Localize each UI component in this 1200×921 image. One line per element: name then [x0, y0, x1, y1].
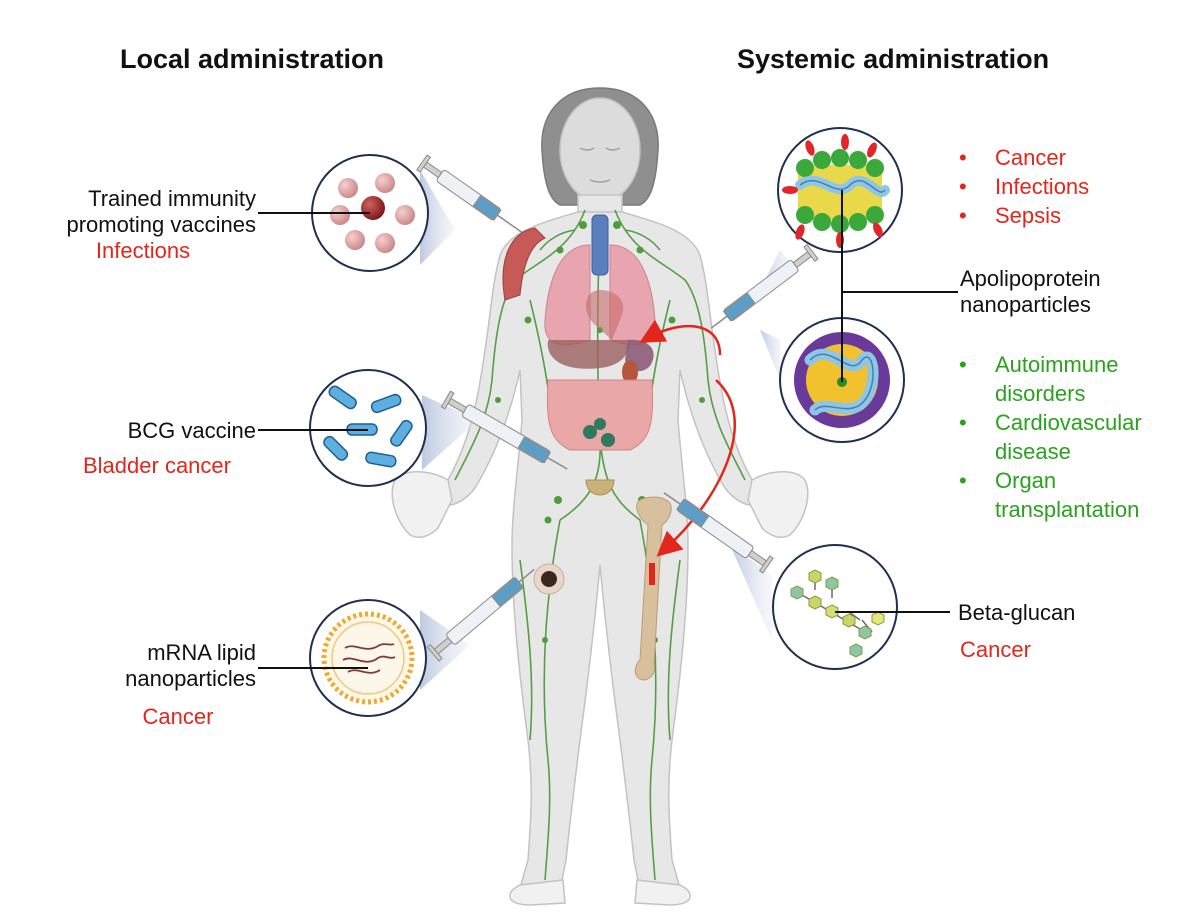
bcg-indication: Bladder cancer — [83, 453, 231, 478]
list-item: Organ transplantation — [955, 466, 1142, 524]
mrna-lipid-nanoparticle-circle — [309, 599, 427, 717]
femur — [634, 496, 672, 681]
bladder — [585, 479, 615, 496]
face — [579, 147, 621, 183]
stimulating-indications-list: Cancer Infections Sepsis — [955, 143, 1089, 230]
trained-immunity-label: Trained immunity promoting vaccines Infe… — [20, 186, 256, 264]
beta-glucan-indication: Cancer — [960, 637, 1031, 662]
trained-immunity-indication: Infections — [95, 238, 191, 263]
beta-glucan-circle — [772, 544, 898, 670]
beta-glucan-label: Beta-glucan — [958, 600, 1076, 625]
systemic-administration-heading: Systemic administration — [737, 44, 1050, 74]
list-item: Cancer — [955, 143, 1089, 172]
list-item: Cardiovascular disease — [955, 408, 1142, 466]
apolipoprotein-nanoparticle-top-circle — [777, 127, 903, 253]
human-body — [391, 87, 809, 906]
liver — [547, 340, 630, 369]
leader-lines — [258, 190, 958, 669]
bcg-vaccine-label: BCG vaccine — [127, 418, 256, 443]
deltoid-muscle — [502, 227, 546, 301]
mrna-indication: Cancer — [142, 704, 214, 729]
list-item: Sepsis — [955, 201, 1089, 230]
mrna-lipid-nanoparticles-label: mRNA lipid nanoparticles — [125, 640, 256, 691]
local-administration-heading: Local administration — [120, 44, 385, 74]
intestines — [546, 379, 654, 451]
list-item: Infections — [955, 172, 1089, 201]
apolipoprotein-nanoparticles-label: Apolipoprotein nanoparticles — [960, 266, 1101, 317]
syringes — [416, 154, 819, 662]
inhibiting-indications-list: Autoimmune disorders Cardiovascular dise… — [955, 350, 1142, 524]
bcg-bacteria-circle — [309, 369, 427, 487]
migration-arrows — [639, 319, 736, 557]
list-item: Autoimmune disorders — [955, 350, 1142, 408]
